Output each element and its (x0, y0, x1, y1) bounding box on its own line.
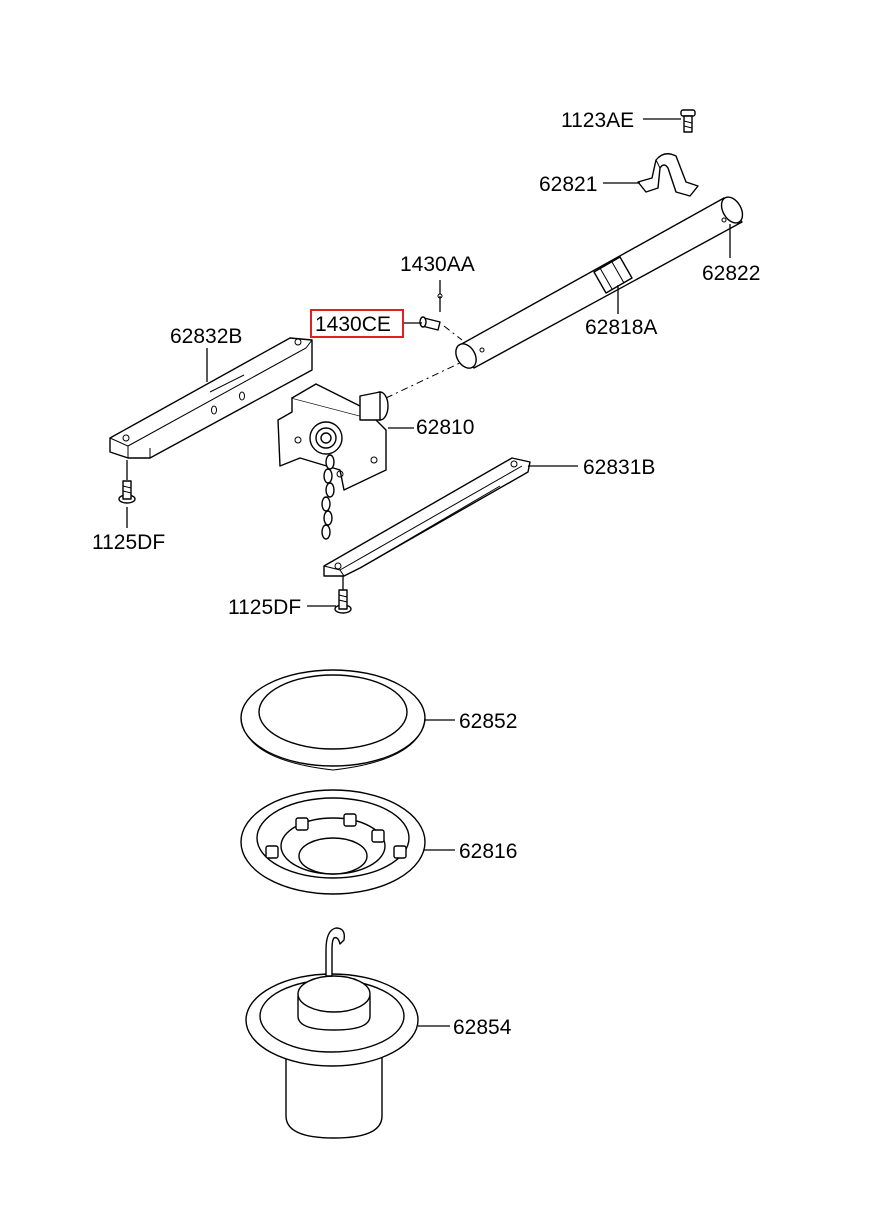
callout-1125df-mid[interactable]: 1125DF (228, 596, 301, 619)
pin-1430aa[interactable] (437, 293, 443, 312)
bracket-62831b[interactable] (323, 457, 531, 577)
callout-62816[interactable]: 62816 (459, 840, 517, 863)
pin-1430ce[interactable] (419, 316, 441, 331)
bolt-1125df-left[interactable] (118, 480, 136, 504)
callout-1430ce[interactable]: 1430CE (315, 313, 391, 336)
callout-62821[interactable]: 62821 (539, 173, 597, 196)
callout-62831b[interactable]: 62831B (583, 456, 655, 479)
bracket-62821[interactable] (637, 153, 699, 197)
leader-lines (126, 118, 731, 1027)
tray-62816[interactable] (240, 789, 426, 895)
bracket-62832b[interactable] (109, 337, 313, 459)
callout-62852[interactable]: 62852 (459, 710, 517, 733)
bolt-1123ae[interactable] (680, 109, 696, 133)
callout-62822[interactable]: 62822 (702, 262, 760, 285)
callout-1123ae[interactable]: 1123AE (561, 109, 634, 132)
highlight-box (310, 309, 404, 338)
callout-62818a[interactable]: 62818A (585, 316, 657, 339)
holder-62854[interactable] (245, 927, 419, 1139)
callout-62810[interactable]: 62810 (416, 416, 474, 439)
callout-1125df-left[interactable]: 1125DF (92, 531, 165, 554)
callout-62854[interactable]: 62854 (453, 1016, 512, 1039)
winch-62810[interactable] (277, 383, 389, 540)
bolt-1125df-mid[interactable] (334, 589, 352, 614)
cover-62852[interactable] (240, 669, 426, 771)
rod-62818a[interactable] (452, 193, 747, 371)
callout-1430aa[interactable]: 1430AA (400, 253, 475, 276)
callout-62832b[interactable]: 62832B (170, 325, 242, 348)
